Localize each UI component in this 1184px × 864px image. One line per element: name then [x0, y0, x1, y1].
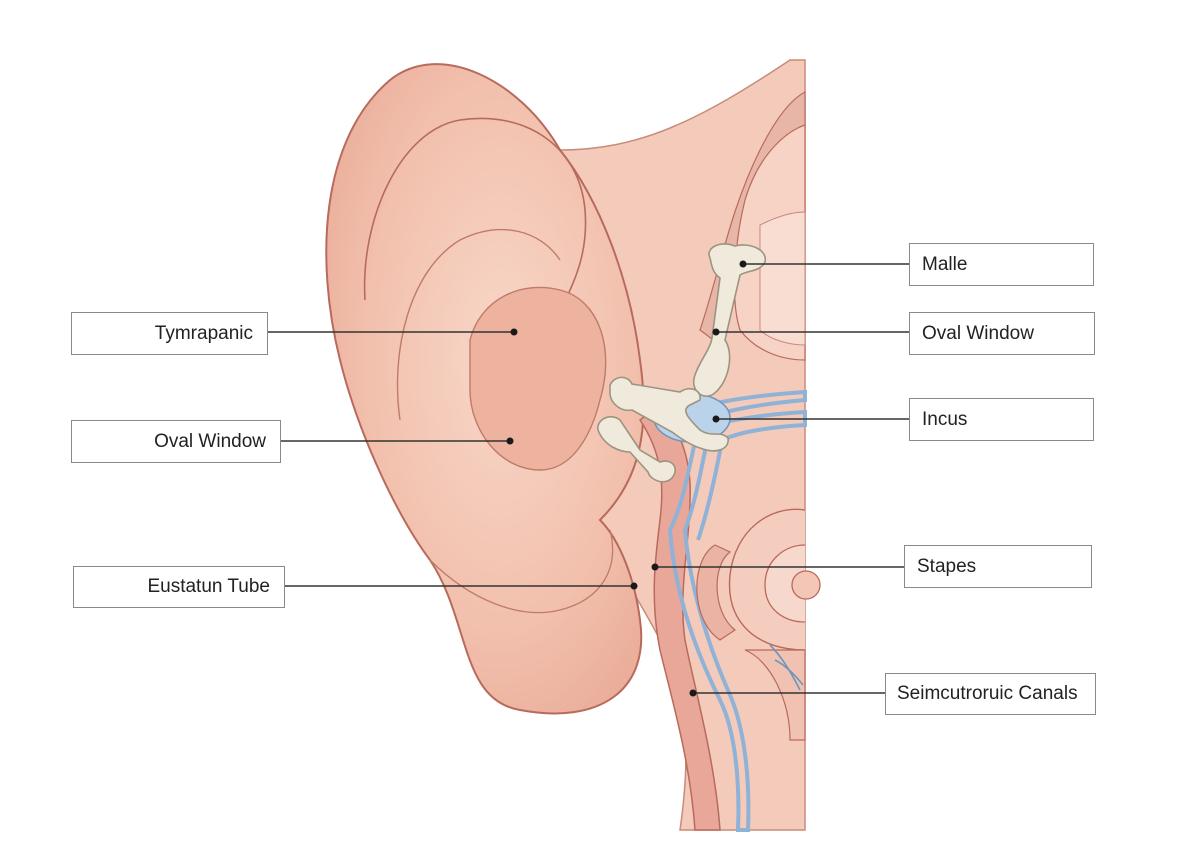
malleus-bone: [693, 243, 766, 397]
leader-dots: [506, 260, 747, 697]
stapes-bone: [597, 415, 676, 483]
concha: [469, 286, 607, 471]
dot-malle: [739, 260, 747, 268]
dot-stapes: [651, 563, 659, 571]
label-tympanic: Tymrapanic: [71, 312, 268, 355]
lobule: [429, 529, 614, 614]
antihelix: [396, 228, 561, 421]
dot-canals: [689, 689, 697, 697]
dot-oval-window-left: [506, 437, 514, 445]
leader-lines: [268, 263, 909, 694]
label-oval-window-right: Oval Window: [909, 312, 1095, 355]
helix-rim: [363, 117, 587, 331]
label-eustachian-tube: Eustatun Tube: [73, 566, 285, 608]
lower-cavity: [759, 211, 806, 346]
dot-incus: [712, 415, 720, 423]
dot-eustachian: [630, 582, 638, 590]
label-semicircular-canals: Seimcutroruic Canals: [885, 673, 1096, 715]
ossicles: [597, 243, 766, 483]
label-malle: Malle: [909, 243, 1094, 286]
dot-oval-window-right: [712, 328, 720, 336]
label-stapes: Stapes: [904, 545, 1092, 588]
label-oval-window-left: Oval Window: [71, 420, 281, 463]
dot-tympanic: [510, 328, 518, 336]
cochlea: [696, 508, 821, 741]
incus-bone: [609, 376, 729, 452]
label-incus: Incus: [909, 398, 1094, 441]
